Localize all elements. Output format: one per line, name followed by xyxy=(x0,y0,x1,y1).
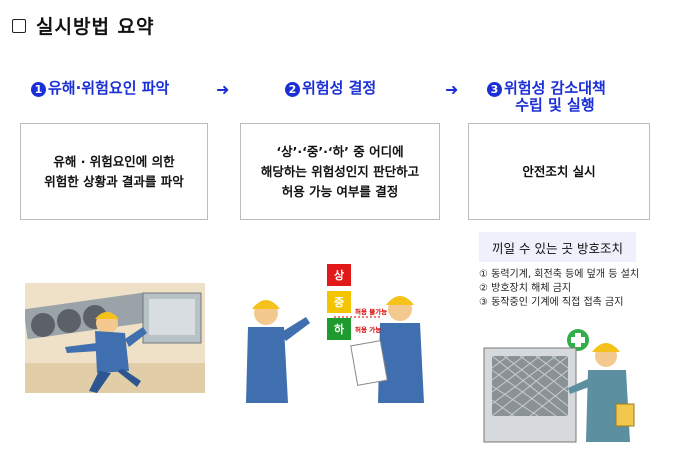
guarding-tip: ③ 동작중인 기계에 직접 접촉 금지 xyxy=(479,297,624,308)
step-1-description: 유해 · 위험요인에 의한 위험한 상황과 결과를 파악 xyxy=(20,123,208,220)
risk-mid-sign: 중 xyxy=(327,291,351,313)
guarding-tips-list: ① 동력기계, 회전축 등에 덮개 등 설치 ② 방호장치 해체 금지 ③ 동작… xyxy=(479,268,639,310)
step-1-heading: 1 유해·위험요인 파악 xyxy=(31,80,169,97)
step-number-badge: 1 xyxy=(31,82,46,97)
allowed-label: 허용 가능 xyxy=(355,326,382,334)
risk-high-sign: 상 xyxy=(327,264,351,286)
guarding-tip: ② 방호장치 해체 금지 xyxy=(479,283,572,294)
not-allowed-label: 허용 불가능 xyxy=(355,308,388,316)
step-number-badge: 2 xyxy=(285,82,300,97)
arrow-right-icon: ➜ xyxy=(445,80,459,99)
step-2-heading: 2 위험성 결정 xyxy=(285,80,376,97)
section-title-row: 실시방법 요약 xyxy=(12,12,155,39)
risk-low-sign: 하 xyxy=(327,318,351,340)
step-3-heading: 3 위험성 감소대책 수립 및 실행 xyxy=(487,80,606,114)
arrow-right-icon: ➜ xyxy=(216,80,230,99)
step-number-badge: 3 xyxy=(487,82,502,97)
step-2-description: ‘상’·‘중’·‘하’ 중 어디에 해당하는 위험성인지 판단하고 허용 가능 … xyxy=(240,123,440,220)
step-label: 위험성 감소대책 수립 및 실행 xyxy=(504,79,606,114)
step-3-description: 안전조치 실시 xyxy=(468,123,650,220)
guarding-title: 끼일 수 있는 곳 방호조치 xyxy=(479,232,636,262)
guarding-tip: ① 동력기계, 회전축 등에 덮개 등 설치 xyxy=(479,269,640,280)
page-title: 실시방법 요약 xyxy=(36,16,155,38)
step-label: 위험성 결정 xyxy=(302,79,377,97)
checkbox-icon[interactable] xyxy=(12,18,26,33)
guarded-machine-worker-illustration xyxy=(483,329,635,443)
step-label: 유해·위험요인 파악 xyxy=(48,79,170,97)
risk-assessment-workers-illustration xyxy=(246,296,424,403)
worker-caught-machine-illustration xyxy=(25,283,205,393)
